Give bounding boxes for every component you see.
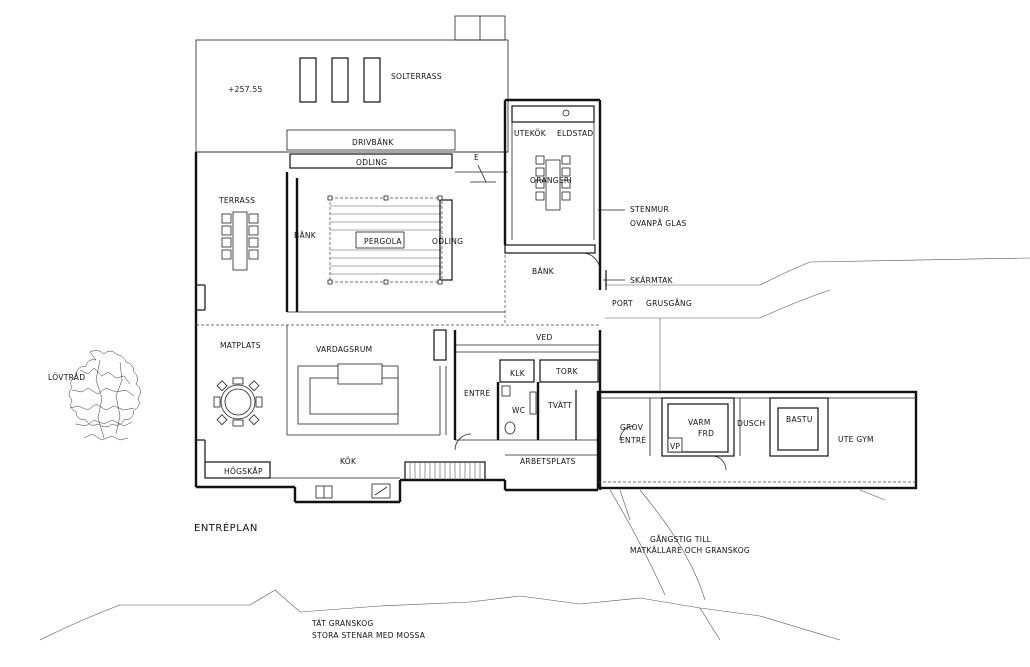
site-label-stenmur-1: STENMUR (630, 205, 669, 214)
room-label-wc: WC (512, 406, 525, 415)
site-label-gangstig-2: MATKÄLLARE OCH GRANSKOG (630, 546, 750, 555)
room-label-bank-right: BÄNK (532, 267, 555, 276)
room-label-pergola: PERGOLA (364, 237, 402, 246)
site-label-stenmur-2: OVANPÅ GLAS (630, 219, 687, 228)
hogskap-box (204, 461, 271, 479)
terrass-table (221, 211, 259, 271)
room-label-vardagsrum: VARDAGSRUM (316, 345, 372, 354)
pergola (327, 195, 453, 285)
room-label-ved: VED (536, 333, 553, 342)
room-label-varm: VARM (688, 418, 711, 427)
skylight-3 (363, 57, 381, 103)
matplats-table (213, 377, 263, 427)
elevation-label: +257.55 (228, 85, 263, 94)
drivbank-box (286, 129, 456, 151)
room-label-dusch: DUSCH (737, 419, 765, 428)
skylight-2 (331, 57, 349, 103)
room-label-arbetsplats: ARBETSPLATS (520, 457, 576, 466)
room-label-matplats: MATPLATS (220, 341, 261, 350)
room-label-bank-left: BÄNK (294, 231, 317, 240)
site-label-skarmtak: SKÄRMTAK (630, 276, 674, 285)
tree-drawing (68, 350, 141, 441)
room-label-grov-entre: ENTRÉ (620, 436, 646, 445)
room-label-hogskap: HÖGSKÅP (224, 467, 263, 476)
room-label-klk: KLK (510, 369, 526, 378)
e-marker-label: E (474, 153, 479, 162)
plan-title: ENTRÉPLAN (194, 521, 258, 534)
room-label-orangeri: ORANGERI (530, 176, 572, 185)
vardagsrum (286, 325, 447, 436)
site-label-forest-1: TÄT GRANSKOG (311, 619, 374, 628)
room-label-tork: TORK (555, 367, 579, 376)
site-label-grusgang: GRUSGÅNG (646, 299, 692, 308)
room-label-vp: VP (670, 442, 680, 451)
room-label-solterrass: SOLTERRASS (391, 72, 442, 81)
site-label-port: PORT (612, 299, 633, 308)
room-label-drivbank: DRIVBÄNK (352, 138, 394, 147)
room-label-tvatt: TVÄTT (547, 401, 572, 410)
room-label-eldstad: ELDSTAD (557, 129, 593, 138)
room-label-terrass: TERRASS (218, 196, 255, 205)
site-lines (39, 257, 1030, 641)
room-label-grov: GROV (620, 423, 644, 432)
solterrass-deck (195, 15, 509, 153)
room-label-ute-gym: UTE GYM (838, 435, 874, 444)
room-label-utekok: UTEKÖK (514, 129, 547, 138)
site-label-forest-2: STORA STENAR MED MOSSA (312, 631, 426, 640)
room-label-entre: ENTRÉ (464, 389, 490, 398)
site-label-lovtrad: LÖVTRÄD (48, 373, 85, 382)
orangeri (504, 105, 625, 271)
room-label-odling-side: ODLING (432, 237, 463, 246)
site-label-gangstig-1: GÅNGSTIG TILL (650, 535, 712, 544)
odling-side-box (439, 199, 453, 281)
service-core (453, 330, 600, 456)
room-label-frd: FRD (698, 429, 714, 438)
room-label-kok: KÖK (340, 457, 357, 466)
room-label-odling-top: ODLING (356, 158, 387, 167)
skylight-1 (299, 57, 317, 103)
room-label-bastu: BASTU (786, 415, 813, 424)
kitchen-counter (315, 461, 486, 499)
odling-top-box (289, 153, 453, 169)
bastu-wing (596, 390, 918, 490)
